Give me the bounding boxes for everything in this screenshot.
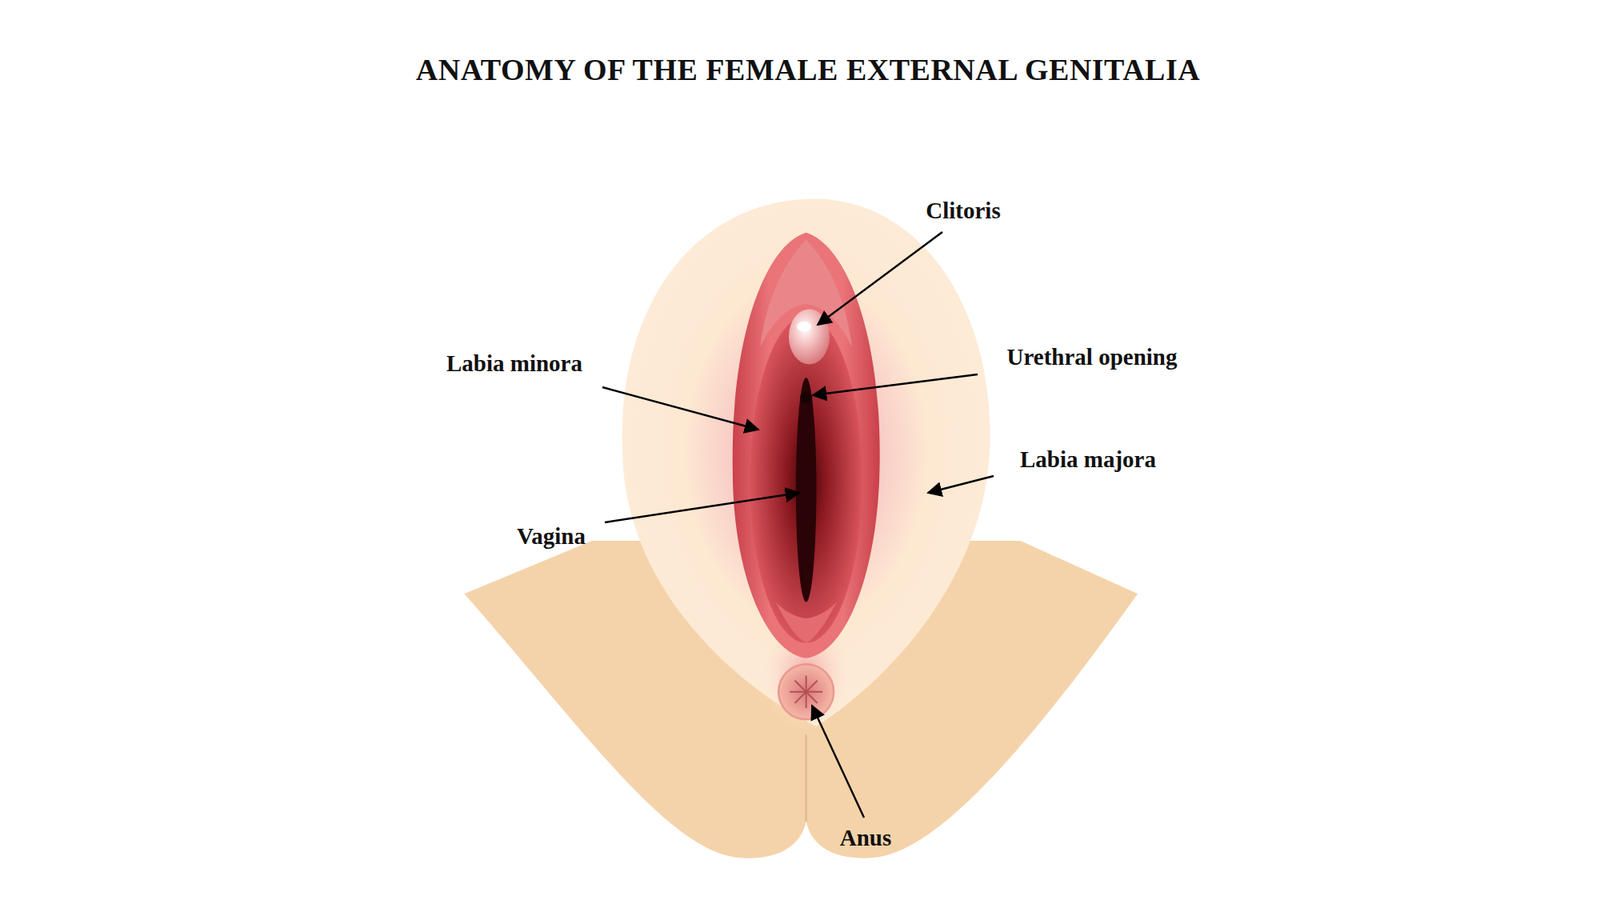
diagram-title: ANATOMY OF THE FEMALE EXTERNAL GENITALIA	[416, 52, 1200, 88]
part-label: Anus	[840, 824, 892, 852]
part-label: Labia majora	[1020, 446, 1156, 473]
leader-line	[817, 232, 943, 325]
part-label: Vagina	[516, 523, 586, 550]
leader-line	[604, 492, 800, 523]
leader-line	[602, 387, 759, 430]
leader-line	[928, 476, 994, 493]
leader-line	[812, 374, 978, 396]
part-label: Urethral opening	[1007, 344, 1178, 371]
part-label: Labia minora	[446, 350, 583, 377]
leader-line	[812, 705, 864, 818]
part-label: Clitoris	[925, 197, 1000, 224]
